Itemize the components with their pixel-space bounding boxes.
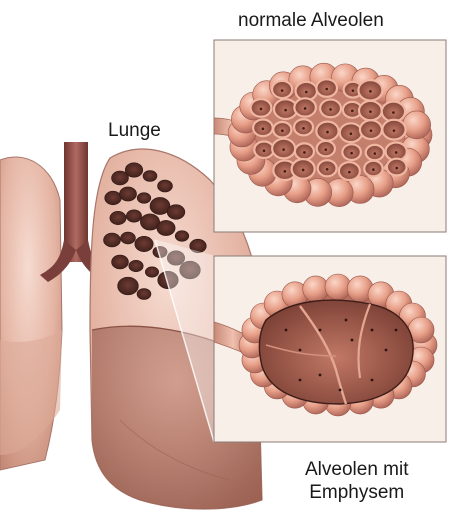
lung-hole xyxy=(118,277,139,295)
alveolus-outer xyxy=(303,276,329,302)
label-emphysema-line2: Emphysem xyxy=(305,481,409,504)
alveolus-pore xyxy=(395,329,398,332)
alveolus-pore xyxy=(369,90,372,93)
alveolus-outer xyxy=(325,274,351,300)
lung-hole xyxy=(158,180,173,192)
alveolus-pore xyxy=(345,319,348,322)
lung-hole xyxy=(105,191,122,205)
lung-hole xyxy=(137,193,151,204)
alveolus-pore xyxy=(319,329,322,332)
alveolus-pore xyxy=(299,379,302,382)
lung-hole xyxy=(119,187,136,201)
alveolus-pore xyxy=(329,108,332,111)
lung-hole xyxy=(112,255,129,269)
label-lung: Lunge xyxy=(108,119,161,142)
lung-hole xyxy=(104,233,121,247)
alveolus-pore xyxy=(393,129,396,132)
alveolus-pore xyxy=(262,128,265,131)
lung-hole xyxy=(125,163,142,177)
lung-hole xyxy=(129,260,143,271)
lung-hole xyxy=(137,289,151,300)
label-emphysema: Alveolen mit Emphysem xyxy=(305,458,409,504)
alveolus-pore xyxy=(299,349,302,352)
normal-alveoli-panel xyxy=(214,40,446,232)
alveolus-outer xyxy=(403,111,431,139)
lung-hole xyxy=(135,236,153,251)
alveolus-pore xyxy=(339,389,342,392)
alveolus-pore xyxy=(326,168,329,171)
lung-hole xyxy=(167,205,185,220)
lung-hole xyxy=(121,232,136,244)
lung-hole xyxy=(175,231,189,242)
label-emphysema-line1: Alveolen mit xyxy=(305,458,409,481)
alveolus-pore xyxy=(351,339,354,342)
alveolus-pore xyxy=(281,129,284,132)
alveolus-pore xyxy=(395,151,398,154)
alveolus-pore xyxy=(369,110,372,113)
alveolus-pore xyxy=(324,148,327,151)
alveolus-pore xyxy=(392,111,395,114)
emphysema-alveoli-panel xyxy=(214,256,446,442)
alveolus-pore xyxy=(302,169,305,172)
alveolus-pore xyxy=(282,148,285,151)
label-normal-alveoli: normale Alveolen xyxy=(238,9,384,32)
emphysema-alveoli-cluster xyxy=(239,274,437,416)
lung-hole xyxy=(110,211,126,224)
alveolus-pore xyxy=(348,171,351,174)
lung-hole xyxy=(145,267,158,277)
lung-hole xyxy=(126,210,141,222)
alveolus-pore xyxy=(370,129,373,132)
emphysema-cavity xyxy=(259,300,413,404)
alveolus-pore xyxy=(385,349,388,352)
alveolus-pore xyxy=(374,152,377,155)
alveolus-pore xyxy=(319,374,322,377)
lung-hole xyxy=(143,171,157,182)
alveolus-pore xyxy=(263,149,266,152)
alveolus-pore xyxy=(260,108,263,111)
alveolus-pore xyxy=(395,167,398,170)
alveolus-pore xyxy=(371,379,374,382)
alveolus-pore xyxy=(281,89,284,92)
left-lung xyxy=(0,157,62,470)
alveolus-pore xyxy=(350,152,353,155)
alveolus-pore xyxy=(305,91,308,94)
alveolus-pore xyxy=(284,170,287,173)
alveolus-pore xyxy=(284,109,287,112)
alveolus-pore xyxy=(285,329,288,332)
alveolus-pore xyxy=(352,89,355,92)
lung-hole xyxy=(157,220,175,235)
alveolus-pore xyxy=(304,107,307,110)
alveolus-pore xyxy=(325,88,328,91)
alveolus-pore xyxy=(326,131,329,134)
alveolus-pore xyxy=(372,168,375,171)
alveolus-pore xyxy=(302,127,305,130)
alveolus-pore xyxy=(351,110,354,113)
alveolus-pore xyxy=(303,151,306,154)
alveolus-pore xyxy=(350,132,353,135)
alveolus-pore xyxy=(371,329,374,332)
